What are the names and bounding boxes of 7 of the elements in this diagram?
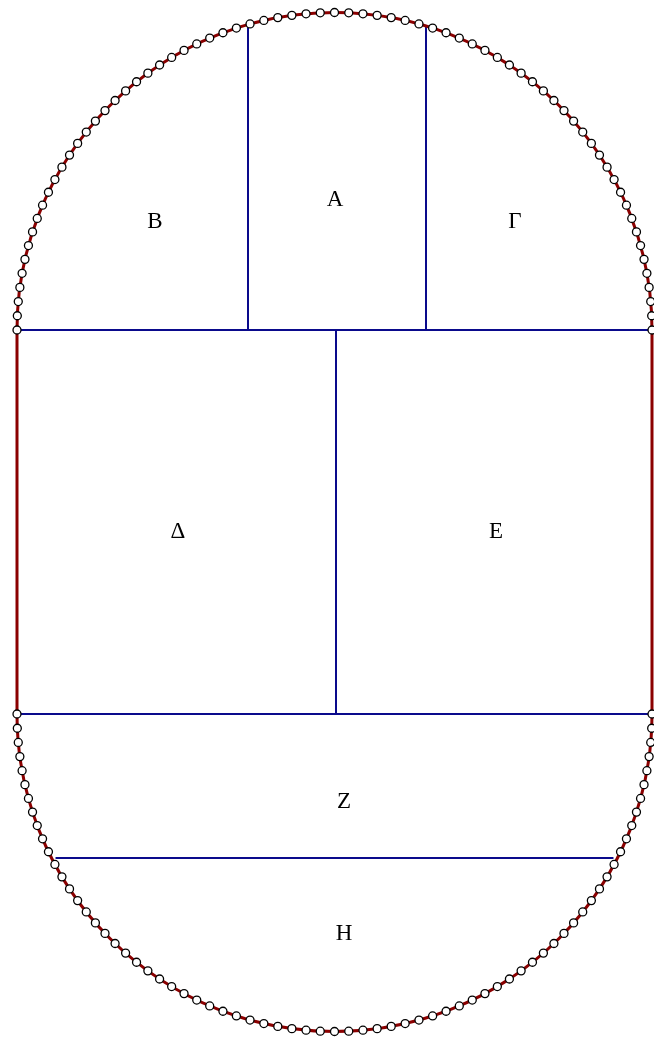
region-label: Γ (508, 208, 522, 232)
region-label: Β (147, 208, 163, 232)
region-label: Ε (488, 518, 504, 542)
region-label: Δ (170, 518, 186, 542)
region-label: Η (335, 920, 353, 944)
region-label: Ζ (336, 788, 352, 812)
region-label: Α (326, 186, 344, 210)
